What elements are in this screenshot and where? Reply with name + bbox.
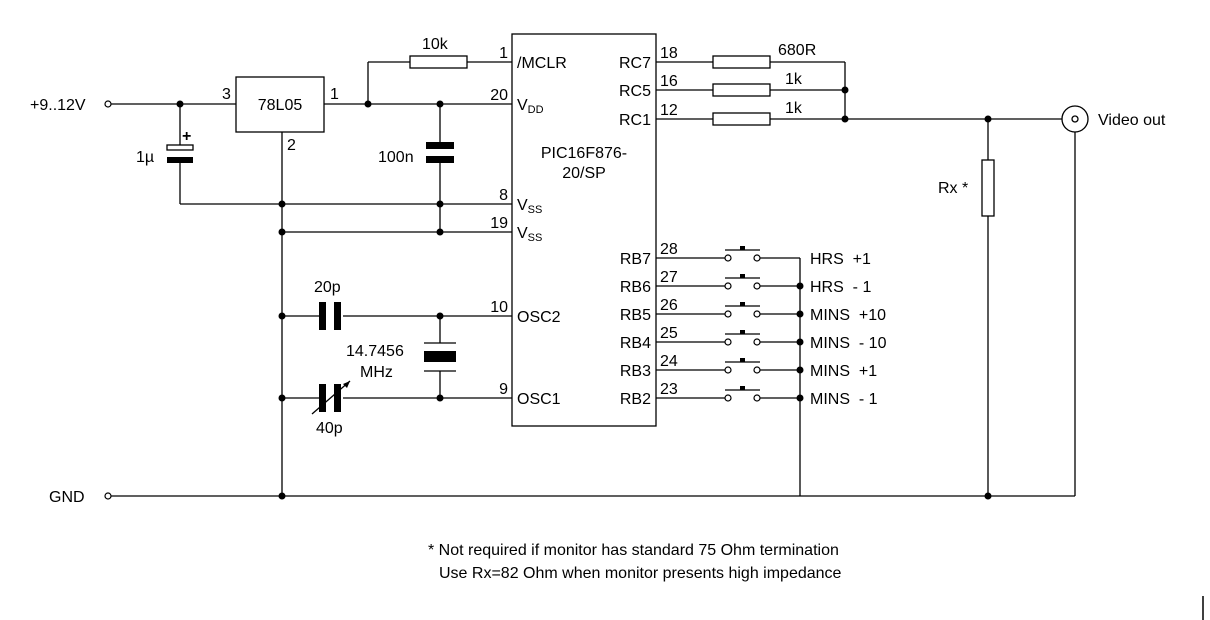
osc2-cap-value: 20p — [314, 279, 341, 296]
input-capacitor: + 1µ — [136, 128, 194, 166]
pin-number: 27 — [660, 269, 678, 286]
pin-number: 1 — [499, 45, 508, 62]
pin-label: RC7 — [619, 55, 651, 72]
pin-label-main: V — [517, 97, 528, 114]
pin-label: RC1 — [619, 112, 651, 129]
pin-label-main: V — [517, 225, 528, 242]
regulator-name: 78L05 — [258, 97, 303, 114]
pin-label-subscript: SS — [528, 232, 543, 244]
button-label: MINS - 10 — [810, 335, 887, 352]
capacitor-polarity: + — [182, 128, 191, 145]
pushbutton: MINS - 10 — [656, 330, 887, 352]
pin-label: OSC1 — [517, 391, 561, 408]
pin-number: 10 — [490, 299, 508, 316]
pin-label: RB2 — [620, 391, 651, 408]
regulator-pin-out: 1 — [330, 86, 339, 103]
pin-label-main: /MCLR — [517, 55, 567, 72]
button-label: HRS +1 — [810, 251, 871, 268]
junction-dots — [176, 86, 992, 500]
pin-number: 9 — [499, 381, 508, 398]
pin-label: RB7 — [620, 251, 651, 268]
pin-label: RB4 — [620, 335, 651, 352]
pin-number: 18 — [660, 45, 678, 62]
video-out-label: Video out — [1098, 112, 1166, 129]
regulator-pin-in: 3 — [222, 86, 231, 103]
termination-label: Rx * — [938, 180, 968, 197]
microcontroller: PIC16F876- 20/SP 1/MCLR20VDD8VSS19VSS10O… — [490, 33, 678, 427]
pushbutton: MINS +10 — [656, 302, 886, 324]
pin-label: RB5 — [620, 307, 651, 324]
crystal: 14.7456 MHz — [346, 342, 456, 381]
resistor-value-1k-a: 1k — [785, 71, 803, 88]
pin-number: 23 — [660, 381, 678, 398]
pin-number: 25 — [660, 325, 678, 342]
regulator-pin-gnd: 2 — [287, 137, 296, 154]
resistor-value-680r: 680R — [778, 42, 816, 59]
input-cap-value: 1µ — [136, 149, 154, 166]
note-line-1: * Not required if monitor has standard 7… — [428, 542, 839, 559]
decoupling-cap-value: 100n — [378, 149, 414, 166]
pin-label-main: V — [517, 197, 528, 214]
pin-label: OSC2 — [517, 309, 561, 326]
pin-number: 12 — [660, 102, 678, 119]
supply-terminal: +9..12V — [30, 97, 112, 114]
pin-label: VSS — [517, 225, 542, 244]
trimmer-cap-value: 40p — [316, 420, 343, 437]
termination-resistor: Rx * — [938, 159, 995, 217]
supply-input-label: +9..12V — [30, 97, 86, 114]
pin-number: 19 — [490, 215, 508, 232]
pushbutton: MINS - 1 — [656, 386, 878, 408]
note-line-2: Use Rx=82 Ohm when monitor presents high… — [439, 565, 842, 582]
pin-label: RB3 — [620, 363, 651, 380]
pin-label: /MCLR — [517, 55, 567, 72]
pin-label-main: OSC2 — [517, 309, 561, 326]
pushbutton: MINS +1 — [656, 358, 877, 380]
button-label: MINS +10 — [810, 307, 886, 324]
mcu-name-line1: PIC16F876- — [541, 145, 627, 162]
pin-label: VSS — [517, 197, 542, 216]
pushbutton: HRS +1 — [656, 246, 871, 268]
mcu-name-line2: 20/SP — [562, 165, 606, 182]
pin-number: 28 — [660, 241, 678, 258]
pin-number: 26 — [660, 297, 678, 314]
video-connector: Video out — [1061, 105, 1166, 133]
pin-label-subscript: DD — [528, 104, 544, 116]
resistor-value-1k-b: 1k — [785, 100, 803, 117]
button-label: MINS +1 — [810, 363, 877, 380]
pin-number: 24 — [660, 353, 678, 370]
mclr-resistor-value: 10k — [422, 36, 449, 53]
pin-number: 8 — [499, 187, 508, 204]
pin-label: RB6 — [620, 279, 651, 296]
pushbutton: HRS - 1 — [656, 274, 871, 296]
pin-number: 20 — [490, 87, 508, 104]
button-label: MINS - 1 — [810, 391, 878, 408]
notes: * Not required if monitor has standard 7… — [428, 542, 842, 582]
pin-label: RC5 — [619, 83, 651, 100]
output-resistors: 680R 1k 1k — [712, 42, 816, 126]
ground-terminal: GND — [49, 489, 112, 506]
crystal-frequency: 14.7456 — [346, 343, 404, 360]
osc2-capacitor: 20p — [314, 279, 341, 330]
button-label: HRS - 1 — [810, 279, 871, 296]
pin-number: 16 — [660, 73, 678, 90]
gnd-label: GND — [49, 489, 85, 506]
trimmer-capacitor: 40p — [311, 380, 351, 437]
crystal-unit: MHz — [360, 364, 393, 381]
pin-label: VDD — [517, 97, 544, 116]
mclr-resistor: 10k — [409, 36, 468, 69]
pin-label-subscript: SS — [528, 204, 543, 216]
voltage-regulator: 78L05 3 1 2 — [222, 76, 339, 154]
decoupling-capacitor: 100n — [378, 142, 454, 166]
pin-label-main: OSC1 — [517, 391, 561, 408]
